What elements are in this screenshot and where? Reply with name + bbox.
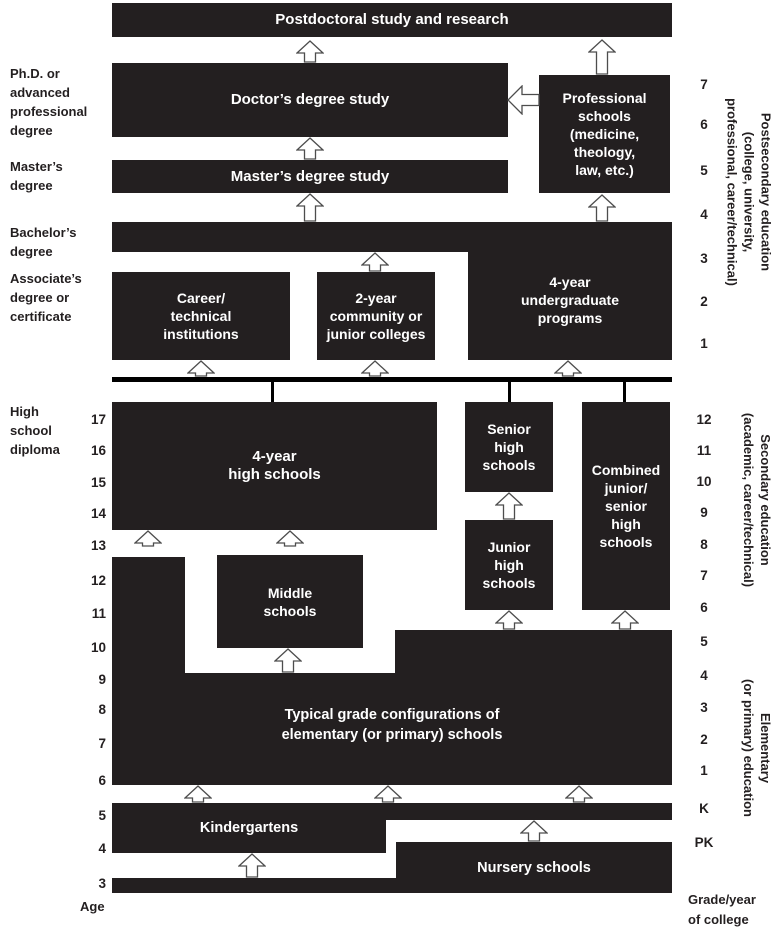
age-tick-6: 6 bbox=[98, 773, 106, 788]
box-junior-high-schools: Junior high schools bbox=[465, 520, 553, 610]
left-arrow-icon bbox=[507, 85, 540, 115]
up-arrow-icon bbox=[361, 252, 389, 272]
age-tick-3: 3 bbox=[98, 876, 106, 891]
box-four-year-undergraduate: 4-year undergraduate programs bbox=[468, 222, 672, 360]
college-year-tick-6: 6 bbox=[700, 117, 708, 132]
grade-tick-3: 3 bbox=[700, 700, 708, 715]
grade-tick-1: 1 bbox=[700, 763, 708, 778]
up-arrow-icon bbox=[374, 785, 402, 803]
college-year-tick-2: 2 bbox=[700, 294, 708, 309]
up-arrow-icon bbox=[296, 137, 324, 160]
label-associates-degree: Associate’s degree or certificate bbox=[10, 271, 82, 324]
box-two-year-colleges: 2-year community or junior colleges bbox=[317, 272, 435, 360]
age-tick-13: 13 bbox=[90, 538, 106, 553]
label-elementary-education: Elementary (or primary) education bbox=[741, 679, 773, 817]
age-tick-15: 15 bbox=[90, 475, 106, 490]
college-year-tick-7: 7 bbox=[700, 77, 708, 92]
grade-tick-pk: PK bbox=[694, 835, 714, 850]
age-tick-11: 11 bbox=[91, 606, 106, 621]
up-arrow-icon bbox=[588, 39, 616, 75]
up-arrow-icon bbox=[296, 40, 324, 63]
drop-line bbox=[508, 380, 511, 402]
up-arrow-icon bbox=[495, 610, 523, 630]
separator-line bbox=[112, 377, 672, 382]
elementary-block-left bbox=[112, 557, 185, 785]
up-arrow-icon bbox=[554, 360, 582, 377]
label-postsecondary-education: Postsecondary education (college, univer… bbox=[724, 98, 774, 286]
box-professional-schools: Professional schools (medicine, theology… bbox=[539, 75, 670, 193]
age-three-row-bar bbox=[112, 878, 672, 893]
label-secondary-education: Secondary education (academic, career/te… bbox=[741, 412, 773, 588]
grade-tick-9: 9 bbox=[700, 505, 708, 520]
grade-tick-k: K bbox=[699, 801, 709, 816]
up-arrow-icon bbox=[296, 193, 324, 222]
elementary-block-right bbox=[395, 630, 672, 785]
up-arrow-icon bbox=[134, 530, 162, 547]
box-four-year-high-schools: 4-year high schools bbox=[112, 402, 437, 530]
label-masters-degree: Master’s degree bbox=[10, 159, 63, 193]
grade-tick-11: 11 bbox=[696, 443, 712, 458]
up-arrow-icon bbox=[565, 785, 593, 803]
grade-tick-12: 12 bbox=[696, 412, 712, 427]
up-arrow-icon bbox=[520, 820, 548, 842]
box-masters-degree: Master’s degree study bbox=[112, 160, 508, 193]
drop-line bbox=[623, 380, 626, 402]
college-year-tick-5: 5 bbox=[700, 163, 708, 178]
grade-tick-4: 4 bbox=[700, 668, 708, 683]
grade-axis-label: Grade/year of college bbox=[688, 892, 756, 927]
age-tick-14: 14 bbox=[90, 506, 106, 521]
up-arrow-icon bbox=[495, 492, 523, 520]
drop-line bbox=[271, 380, 274, 402]
box-combined-high-schools: Combined junior/ senior high schools bbox=[582, 402, 670, 610]
up-arrow-icon bbox=[184, 785, 212, 803]
age-tick-7: 7 bbox=[98, 736, 106, 751]
box-doctors-degree: Doctor’s degree study bbox=[112, 63, 508, 137]
age-tick-8: 8 bbox=[98, 702, 106, 717]
up-arrow-icon bbox=[274, 648, 302, 673]
age-tick-9: 9 bbox=[98, 672, 106, 687]
label-phd-degree: Ph.D. or advanced professional degree bbox=[10, 66, 88, 138]
age-tick-17: 17 bbox=[90, 412, 106, 427]
grade-tick-7: 7 bbox=[700, 568, 708, 583]
grade-tick-2: 2 bbox=[700, 732, 708, 747]
college-year-tick-1: 1 bbox=[700, 336, 708, 351]
box-postdoctoral: Postdoctoral study and research bbox=[112, 3, 672, 37]
label-high-school-diploma: High school diploma bbox=[10, 404, 60, 457]
grade-tick-5: 5 bbox=[700, 634, 708, 649]
up-arrow-icon bbox=[611, 610, 639, 630]
up-arrow-icon bbox=[361, 360, 389, 377]
age-tick-12: 12 bbox=[90, 573, 106, 588]
age-tick-16: 16 bbox=[90, 443, 106, 458]
grade-tick-8: 8 bbox=[700, 537, 708, 552]
up-arrow-icon bbox=[187, 360, 215, 377]
age-axis-label: Age bbox=[80, 899, 105, 914]
box-kindergartens: Kindergartens bbox=[112, 803, 386, 853]
up-arrow-icon bbox=[276, 530, 304, 547]
box-elementary-schools: Typical grade configurations of elementa… bbox=[281, 707, 503, 743]
college-year-tick-3: 3 bbox=[700, 251, 708, 266]
label-bachelors-degree: Bachelor’s degree bbox=[10, 225, 77, 259]
college-year-tick-4: 4 bbox=[700, 207, 708, 222]
age-tick-5: 5 bbox=[98, 808, 106, 823]
elementary-block-middle bbox=[185, 673, 395, 785]
age-tick-4: 4 bbox=[98, 841, 106, 856]
up-arrow-icon bbox=[588, 194, 616, 222]
grade-tick-10: 10 bbox=[696, 474, 712, 489]
up-arrow-icon bbox=[238, 853, 266, 878]
box-senior-high-schools: Senior high schools bbox=[465, 402, 553, 492]
box-middle-schools: Middle schools bbox=[217, 555, 363, 648]
age-tick-10: 10 bbox=[90, 640, 106, 655]
grade-tick-6: 6 bbox=[700, 600, 708, 615]
box-career-technical: Career/ technical institutions bbox=[112, 272, 290, 360]
